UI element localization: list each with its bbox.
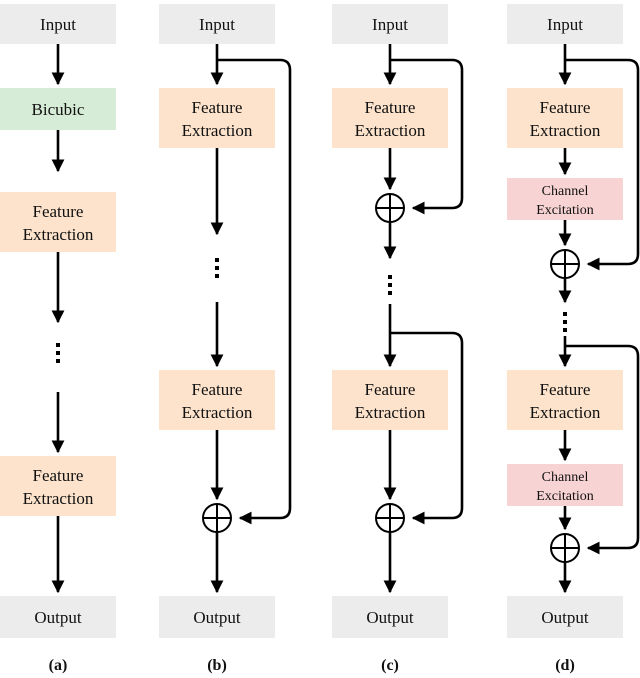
ellipsis-dots (563, 312, 567, 332)
channel-excitation-box (507, 178, 623, 220)
output-box (0, 596, 116, 638)
caption-b: (b) (207, 657, 227, 674)
output-label: Output (34, 608, 82, 627)
caption-a: (a) (49, 657, 68, 674)
skip-connection (217, 58, 292, 525)
add-icon (202, 503, 232, 533)
input-label: Input (372, 15, 408, 34)
ellipsis-dots (388, 275, 392, 295)
channel-label-line1: Channel (542, 184, 589, 199)
column-a: Input Bicubic Feature Extraction Feature… (0, 4, 116, 674)
feature-extraction-box (0, 192, 116, 252)
output-label: Output (366, 608, 414, 627)
feature-label-line2: Extraction (182, 403, 253, 422)
input-box (0, 4, 116, 44)
output-label: Output (193, 608, 241, 627)
feature-extraction-box (159, 370, 275, 430)
feature-label-line1: Feature (540, 380, 591, 399)
feature-label-line2: Extraction (530, 403, 601, 422)
feature-extraction-box (507, 370, 623, 430)
channel-label-line1: Channel (542, 470, 589, 485)
skip-connection (565, 344, 640, 555)
feature-extraction-box (0, 456, 116, 516)
feature-extraction-box (332, 370, 448, 430)
add-icon (375, 193, 405, 223)
channel-label-line2: Excitation (536, 489, 594, 504)
bicubic-box (0, 88, 116, 130)
feature-label-line1: Feature (33, 202, 84, 221)
channel-excitation-box (507, 464, 623, 506)
input-box (159, 4, 275, 44)
feature-label-line2: Extraction (182, 121, 253, 140)
skip-connection (565, 58, 640, 271)
feature-label-line1: Feature (192, 380, 243, 399)
input-label: Input (40, 15, 76, 34)
add-icon (375, 503, 405, 533)
output-box (332, 596, 448, 638)
add-icon (550, 533, 580, 563)
skip-connection (390, 331, 464, 525)
feature-label-line1: Feature (365, 380, 416, 399)
input-box (507, 4, 623, 44)
feature-label-line2: Extraction (23, 489, 94, 508)
column-b: Input Feature Extraction Feature Extract… (159, 4, 292, 674)
output-label: Output (541, 608, 589, 627)
feature-label-line1: Feature (540, 98, 591, 117)
feature-label-line1: Feature (365, 98, 416, 117)
output-box (159, 596, 275, 638)
input-box (332, 4, 448, 44)
channel-label-line2: Excitation (536, 203, 594, 218)
caption-c: (c) (381, 657, 399, 674)
skip-connection (390, 58, 464, 215)
bicubic-label: Bicubic (32, 100, 85, 119)
feature-label-line1: Feature (192, 98, 243, 117)
feature-label-line2: Extraction (530, 121, 601, 140)
caption-d: (d) (555, 657, 575, 674)
feature-extraction-box (507, 88, 623, 148)
feature-extraction-box (332, 88, 448, 148)
feature-label-line2: Extraction (355, 403, 426, 422)
column-c: Input Feature Extraction Feature Extract… (332, 4, 464, 674)
input-label: Input (547, 15, 583, 34)
input-label: Input (199, 15, 235, 34)
output-box (507, 596, 623, 638)
feature-label-line2: Extraction (23, 225, 94, 244)
ellipsis-dots (56, 343, 60, 363)
feature-label-line2: Extraction (355, 121, 426, 140)
ellipsis-dots (215, 258, 219, 278)
add-icon (550, 249, 580, 279)
column-d: Input Feature Extraction Channel Excitat… (507, 4, 640, 674)
feature-extraction-box (159, 88, 275, 148)
feature-label-line1: Feature (33, 466, 84, 485)
